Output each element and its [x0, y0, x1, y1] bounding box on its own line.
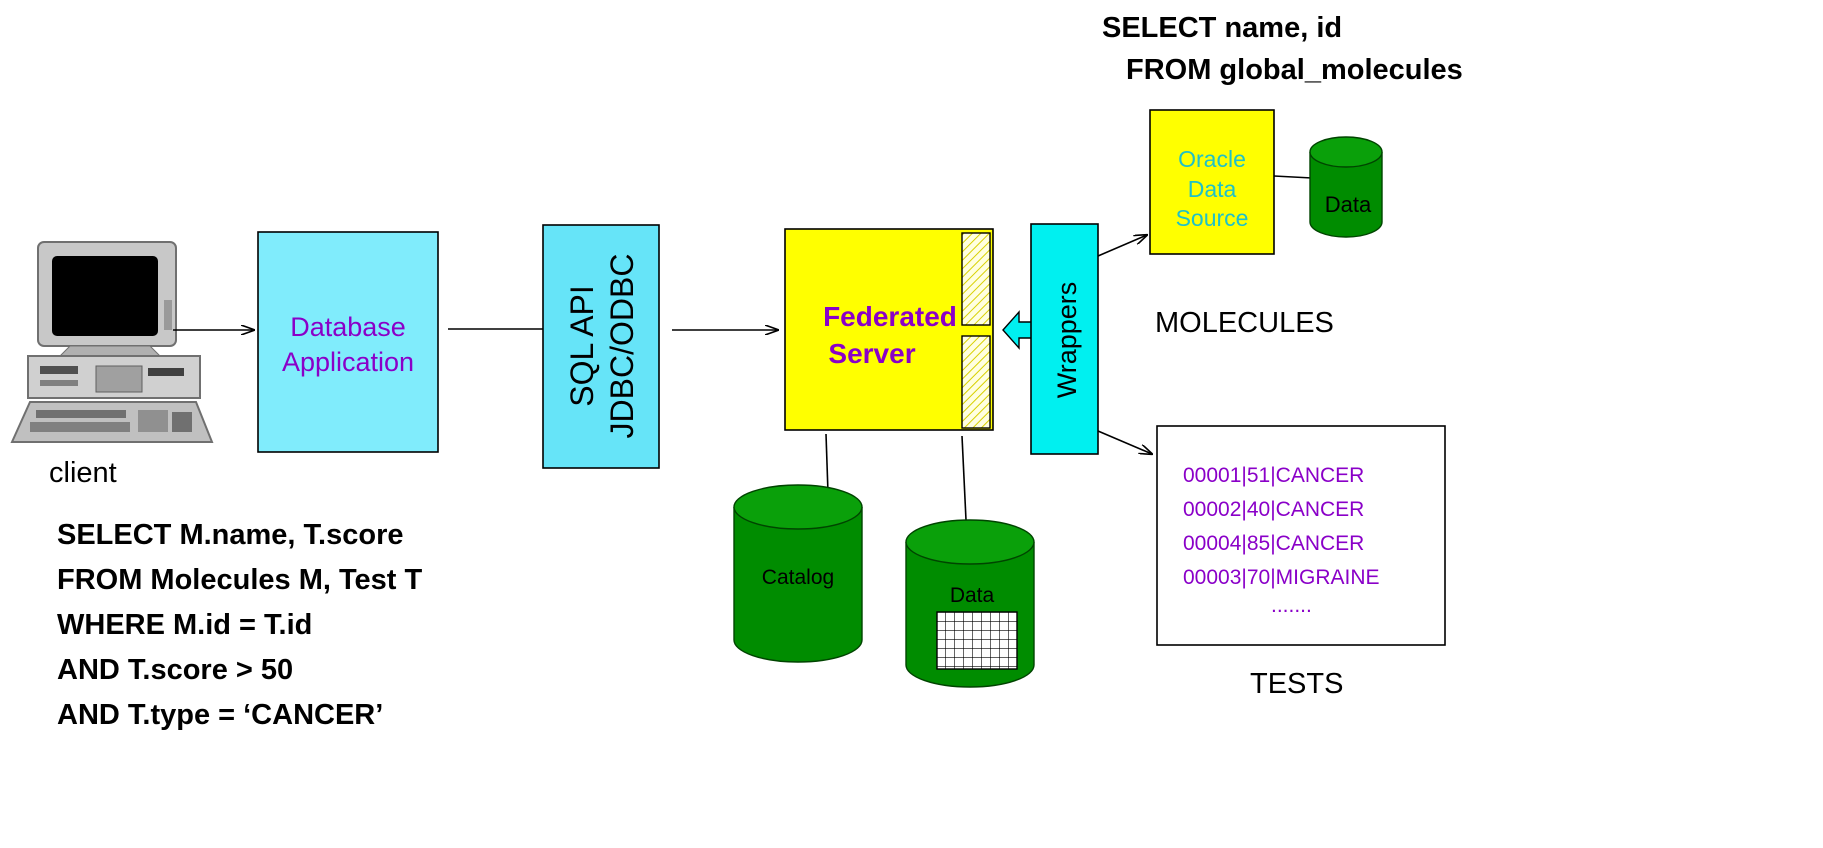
oracle-data-label: Data [1325, 192, 1372, 217]
tests-record-ellipsis: ....... [1271, 594, 1312, 617]
client-query-line-5: AND T.type = ‘CANCER’ [57, 699, 383, 731]
molecules-caption: MOLECULES [1155, 307, 1334, 339]
client-query-line-4: AND T.score > 50 [57, 654, 293, 686]
catalog-database-icon [733, 484, 863, 663]
oracle-data-database-icon [1309, 136, 1383, 238]
arrow-wrappers-to-tests [1097, 430, 1152, 454]
connector-server-to-data [961, 435, 967, 521]
wrappers-label: Wrappers [1052, 282, 1082, 399]
client-label: client [49, 457, 117, 489]
connector-server-to-catalog [825, 433, 829, 494]
tests-record-1: 00001|51|CANCER [1183, 464, 1364, 487]
oracle-query-line-1: SELECT name, id [1102, 12, 1342, 44]
tests-record-4: 00003|70|MIGRAINE [1183, 566, 1380, 589]
tests-caption: TESTS [1250, 668, 1343, 700]
server-data-label: Data [950, 584, 995, 607]
sql-api-label-line-2: JDBC/ODBC [604, 254, 640, 439]
client-computer-icon [10, 241, 214, 443]
client-sql-query: SELECT M.name, T.score FROM Molecules M,… [57, 519, 423, 731]
oracle-query-line-2: FROM global_molecules [1126, 54, 1463, 86]
federated-server-box [784, 228, 994, 431]
oracle-source-label-line-1: Oracle [1178, 146, 1246, 172]
tests-file-box [1156, 425, 1446, 646]
client-query-line-1: SELECT M.name, T.score [57, 519, 404, 551]
oracle-source-label-line-2: Data [1188, 176, 1237, 202]
federated-server-wrapper-slot-2 [961, 335, 991, 429]
tests-record-2: 00002|40|CANCER [1183, 498, 1364, 521]
client-query-line-2: FROM Molecules M, Test T [57, 564, 423, 596]
database-application-label-line-2: Application [282, 347, 414, 377]
sql-api-box [542, 224, 660, 469]
federated-server-label-line-2: Server [828, 338, 915, 369]
database-application-box [257, 231, 439, 453]
oracle-source-label-line-3: Source [1176, 205, 1249, 231]
tests-record-3: 00004|85|CANCER [1183, 532, 1364, 555]
oracle-data-source-box [1149, 109, 1275, 255]
client-query-line-3: WHERE M.id = T.id [57, 609, 312, 641]
federated-server-wrapper-slot-1 [961, 232, 991, 326]
sql-api-label-line-1: SQL API [564, 285, 600, 407]
catalog-label: Catalog [762, 566, 834, 589]
federated-server-label-line-1: Federated [823, 301, 957, 332]
data-grid-icon [936, 611, 1018, 670]
database-application-label-line-1: Database [290, 312, 406, 342]
arrow-wrappers-to-oracle [1097, 235, 1147, 257]
wrappers-to-server-block-arrow [1002, 310, 1035, 350]
wrappers-box [1030, 223, 1099, 455]
connector-oracle-to-data [1273, 175, 1313, 179]
server-data-database-icon [905, 519, 1035, 688]
